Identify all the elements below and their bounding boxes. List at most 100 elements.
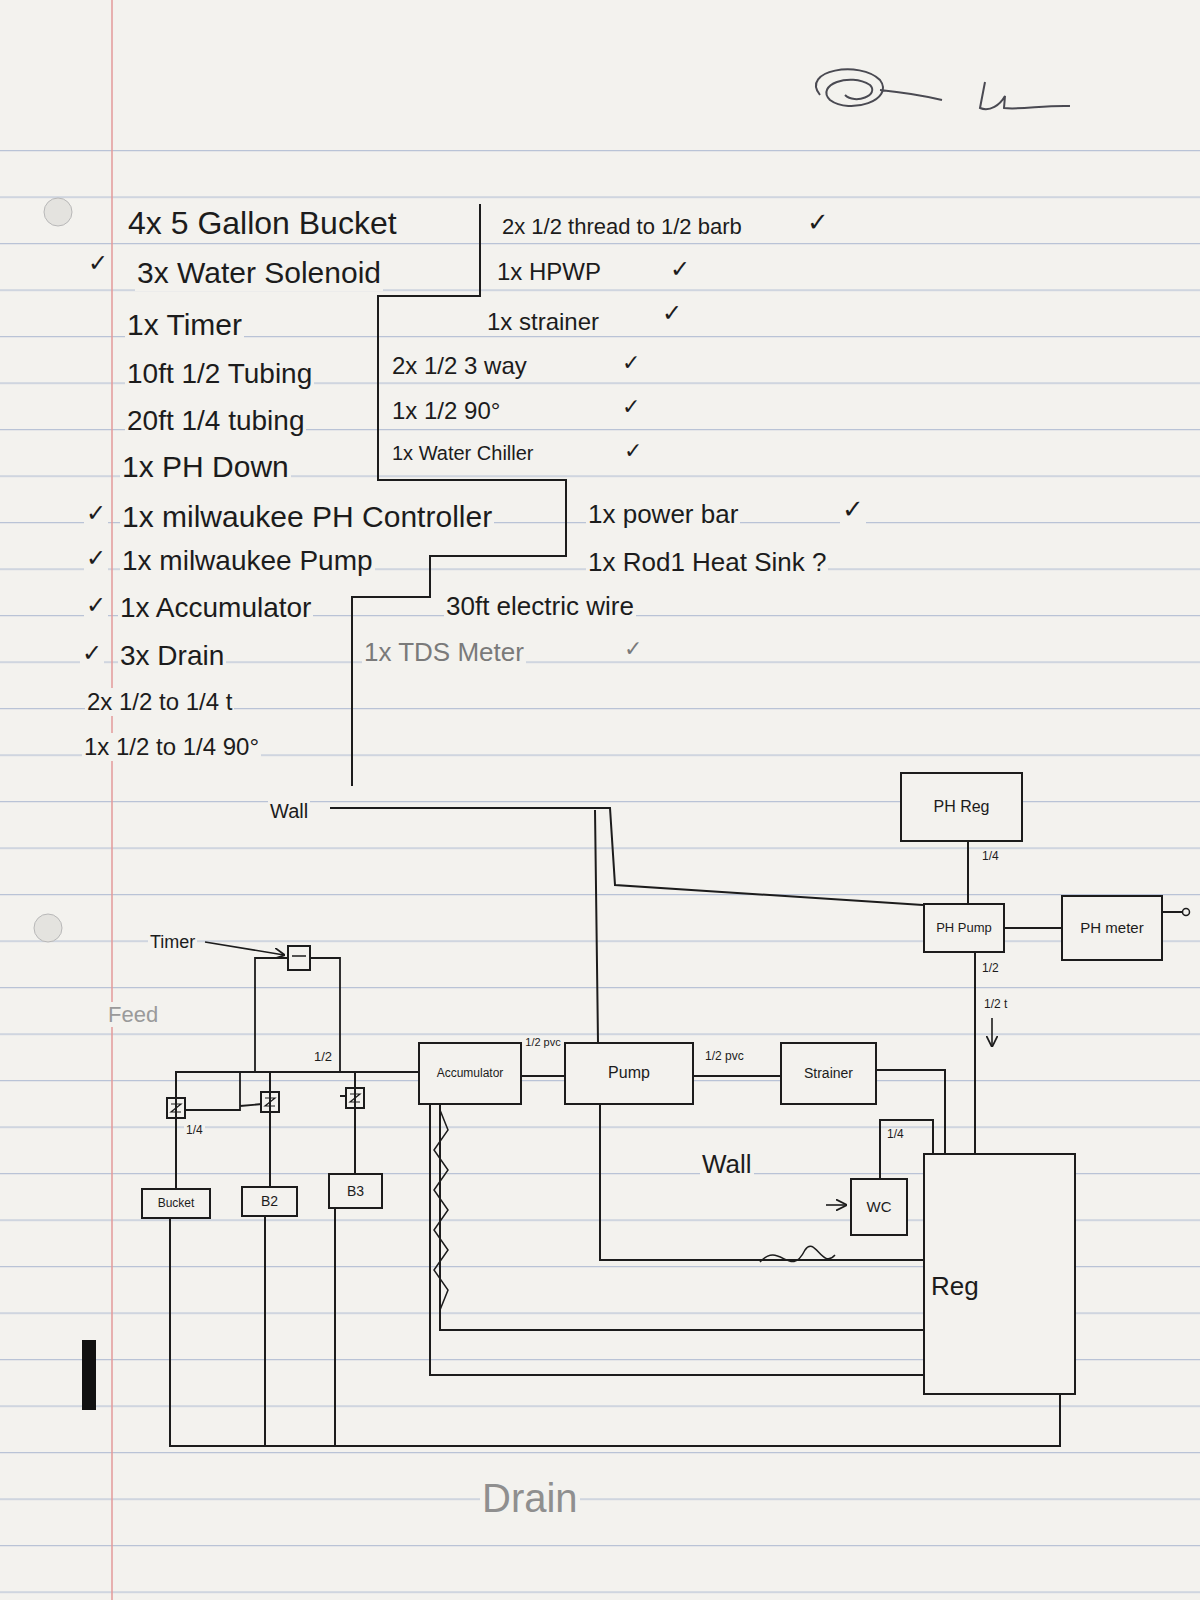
check-mark: ✓: [668, 256, 692, 284]
punch-hole: [34, 914, 62, 942]
ink-mark: [82, 1340, 96, 1410]
timer-wire: [185, 958, 346, 1110]
note-label: 2x 1/2 thread to 1/2 barb: [500, 214, 744, 239]
note-label: 1x strainer: [485, 308, 601, 336]
note-label: 2x 1/2 3 way: [390, 352, 529, 380]
note-label: Wall: [268, 800, 310, 823]
scribble: [980, 82, 1070, 109]
box-text: Pump: [608, 1064, 650, 1082]
pipe-connector: [877, 1070, 945, 1153]
box-text: Strainer: [804, 1065, 853, 1081]
note-label: 4x 5 Gallon Bucket: [126, 205, 399, 242]
scribble: [816, 69, 942, 106]
box-text: PH Reg: [933, 798, 989, 816]
solenoid-symbol: [171, 1094, 360, 1112]
box-text: WC: [867, 1198, 892, 1215]
note-label: Drain: [480, 1475, 580, 1521]
note-label: 1/4: [184, 1124, 205, 1138]
note-label: 3x Water Solenoid: [135, 256, 383, 291]
leader-arrow: [826, 1204, 846, 1206]
box-text: Reg: [931, 1272, 979, 1302]
bucket-box: Bucket: [141, 1188, 211, 1219]
pipe-size-label: 1/2 pvc: [705, 1050, 744, 1064]
pipe-connector: [440, 1105, 923, 1330]
probe-wire: [1163, 911, 1182, 913]
box-text: B2: [261, 1193, 278, 1209]
pipe-connector: [176, 1072, 418, 1188]
check-mark: ✓: [84, 545, 108, 573]
note-label: 30ft electric wire: [444, 592, 636, 622]
note-label: 2x 1/2 to 1/4 t: [85, 688, 234, 716]
check-mark: ✓: [84, 592, 108, 620]
note-label: 1x power bar: [586, 500, 740, 530]
note-label: 1x PH Down: [120, 450, 291, 485]
pipe-connector: [355, 1072, 418, 1173]
check-mark: ✓: [86, 250, 110, 278]
note-label: 1x Timer: [125, 308, 244, 343]
check-mark: ✓: [622, 636, 644, 661]
box-text: B3: [347, 1183, 364, 1199]
check-mark: ✓: [620, 394, 642, 419]
pipe-size-label: 1/4: [982, 850, 999, 864]
probe-tip: [1183, 909, 1190, 916]
timer-symbol: [288, 946, 310, 970]
note-label: 1x TDS Meter: [362, 638, 526, 668]
accumulator-box: Accumulator: [418, 1042, 522, 1105]
ruled-lines: [0, 150, 1200, 1600]
note-label: 1/2 t: [982, 998, 1009, 1012]
check-mark: ✓: [840, 495, 866, 525]
strainer-box: Strainer: [780, 1042, 877, 1105]
box-text: Bucket: [158, 1197, 195, 1211]
leader-arrow: [991, 1018, 993, 1046]
pipe-connector: [694, 1075, 780, 1077]
list-divider: [352, 204, 566, 786]
check-mark: ✓: [660, 300, 684, 328]
bucket-box: B3: [328, 1173, 383, 1209]
check-mark: ✓: [805, 208, 831, 238]
note-label: 1x milwaukee PH Controller: [120, 500, 494, 535]
pipe-connector: [522, 1075, 564, 1077]
wall-outline: [430, 1105, 923, 1375]
check-mark: ✓: [84, 500, 108, 528]
note-label: 1x 1/2 90°: [390, 397, 502, 425]
note-label: 1x Water Chiller: [390, 442, 536, 465]
note-label: Timer: [148, 932, 197, 953]
note-label: 1x milwaukee Pump: [120, 545, 375, 577]
pump-box: PH Pump: [923, 903, 1005, 953]
note-label: 1x HPWP: [495, 258, 603, 286]
timer-symbol: [292, 955, 306, 957]
power-wire: [330, 808, 923, 1042]
pipe-connector: [600, 1105, 923, 1260]
box-text: Accumulator: [437, 1067, 504, 1081]
meter-box: PH meter: [1061, 895, 1163, 961]
pipe-size-label: 1/4: [887, 1128, 904, 1142]
note-label: 1x Rod1 Heat Sink ?: [586, 548, 828, 578]
box-text: PH meter: [1080, 919, 1143, 936]
note-label: 1/2: [312, 1050, 334, 1065]
note-label: Wall: [700, 1150, 754, 1180]
reservoir-box: Reg: [923, 1153, 1076, 1395]
check-mark: ✓: [622, 438, 644, 463]
pipe-size-label: 1/2: [982, 962, 999, 976]
note-label: 10ft 1/2 Tubing: [125, 358, 314, 390]
box-text: PH Pump: [936, 921, 992, 936]
pipe-size-label: 1/2 pvc: [523, 1036, 563, 1049]
punch-hole: [44, 198, 72, 226]
note-label: 20ft 1/4 tubing: [125, 405, 306, 437]
check-mark: ✓: [80, 640, 104, 668]
note-label: 1x Accumulator: [118, 592, 313, 624]
pipe-connector: [1005, 927, 1061, 929]
pipe-connector: [974, 953, 976, 1153]
note-label: 1x 1/2 to 1/4 90°: [82, 733, 261, 761]
regulator-box: PH Reg: [900, 772, 1023, 842]
chiller-box: WC: [850, 1178, 908, 1236]
leader-arrow: [205, 942, 284, 955]
margin-line: [111, 0, 113, 1600]
note-label: 3x Drain: [118, 640, 226, 672]
pump-box: Pump: [564, 1042, 694, 1105]
check-mark: ✓: [620, 350, 642, 375]
pipe-connector: [967, 842, 969, 903]
pipe-connector: [270, 1072, 418, 1186]
bucket-box: B2: [241, 1186, 298, 1217]
